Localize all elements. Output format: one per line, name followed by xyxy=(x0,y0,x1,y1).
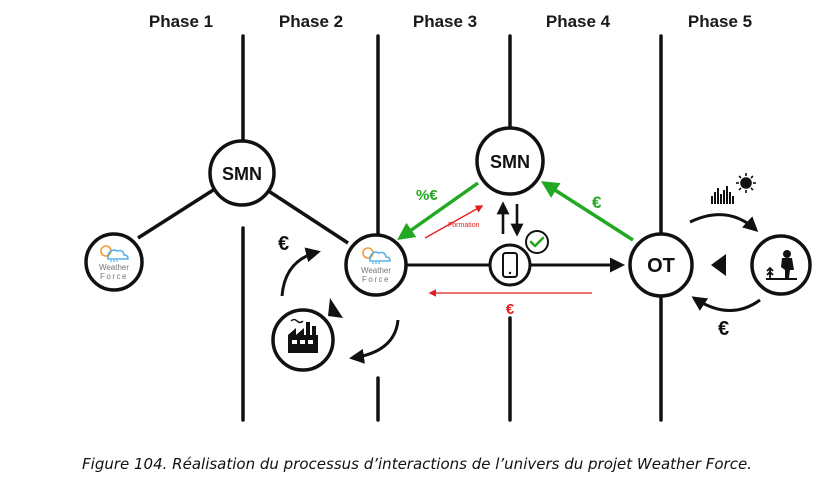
phase-3-label: Phase 3 xyxy=(412,12,478,31)
factory-icon xyxy=(288,318,318,353)
triangle-pointer-farmer xyxy=(711,254,726,276)
link-smn-weatherforce xyxy=(266,188,349,245)
link-logo-smn xyxy=(137,185,219,240)
arrow-formation-red xyxy=(424,205,484,239)
label-euro-farmer: € xyxy=(718,318,729,340)
logo-line2: Force xyxy=(100,272,128,281)
label-euro-factory: € xyxy=(278,233,289,255)
phase-2-label: Phase 2 xyxy=(278,12,344,31)
sun-icon xyxy=(736,173,756,193)
label-euro-green: € xyxy=(592,193,602,212)
smn-left-label: SMN xyxy=(222,164,262,184)
phase-5-label: Phase 5 xyxy=(687,12,753,31)
phase-1-label: Phase 1 xyxy=(148,12,214,31)
farmer-node xyxy=(750,234,812,296)
label-euro-red: € xyxy=(506,301,515,318)
cycle-arrow-right-down xyxy=(349,319,400,364)
weather-force-node-left: Weather Force xyxy=(84,232,144,292)
label-percent-euro: %€ xyxy=(416,187,438,204)
ot-node: OT xyxy=(628,232,694,298)
smn-right-label: SMN xyxy=(490,152,530,172)
cycle-arrow-bottom xyxy=(691,296,761,312)
ot-label: OT xyxy=(647,255,675,277)
cycle-arrow-top xyxy=(689,213,759,233)
check-icon xyxy=(525,230,549,254)
logo-main-line1: Weather xyxy=(361,266,391,275)
interaction-diagram: Weather Force SMN Weather Force SMN xyxy=(84,34,812,422)
factory-node xyxy=(271,308,335,372)
smn-node-right: SMN xyxy=(475,126,545,196)
farmer-icon xyxy=(766,250,797,280)
figure-caption: Figure 104. Réalisation du processus d’i… xyxy=(82,455,752,473)
weather-data-icon xyxy=(711,186,734,204)
label-formation: Formation xyxy=(448,222,480,229)
weather-logo-icon xyxy=(100,245,129,262)
weather-logo-icon-main xyxy=(362,247,391,264)
phase-dividers xyxy=(241,34,663,422)
phase-4-label: Phase 4 xyxy=(545,12,611,31)
smn-node-left: SMN xyxy=(208,139,276,207)
weather-force-node-main: Weather Force xyxy=(344,233,408,297)
arrow-ot-to-smn-green xyxy=(541,181,634,242)
logo-line1: Weather xyxy=(99,263,129,272)
cycle-arrow-left-up xyxy=(280,247,321,297)
phone-node xyxy=(488,243,532,287)
triangle-pointer-factory xyxy=(328,298,343,318)
arrow-smn-to-weatherforce-green xyxy=(397,181,480,241)
logo-main-line2: Force xyxy=(362,275,390,284)
smartphone-icon xyxy=(502,252,518,278)
